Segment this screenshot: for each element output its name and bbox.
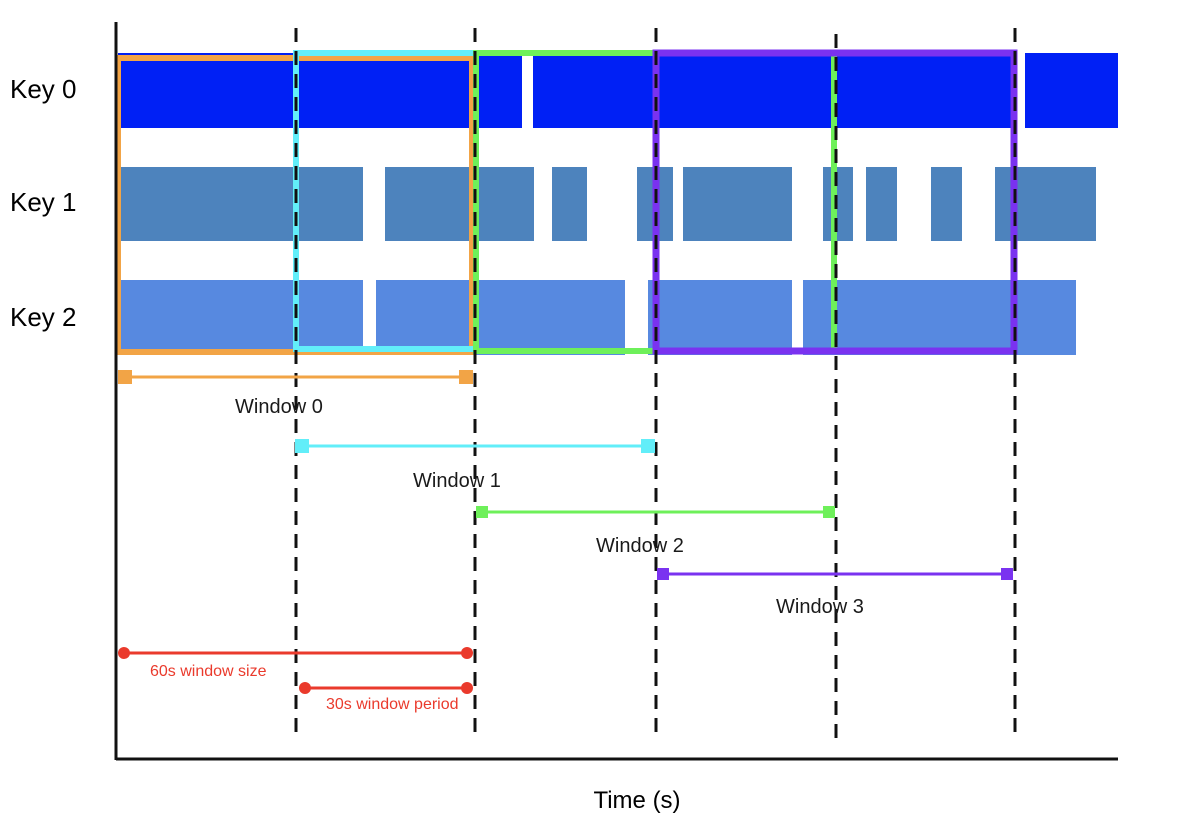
x-axis-label: Time (s) (593, 787, 680, 814)
event-bar-key-0 (118, 53, 522, 128)
event-bar-key-1 (823, 167, 853, 241)
window-2-span: Window 2 (476, 506, 835, 557)
event-bar-key-1 (385, 167, 534, 241)
window-period-marker: 30s window period (299, 682, 473, 713)
event-bar-key-2 (648, 280, 792, 355)
row-label-key-2: Key 2 (10, 302, 77, 332)
window-3-span: Window 3 (657, 568, 1013, 618)
window-2-label: Window 2 (596, 535, 684, 557)
event-bar-key-2 (376, 280, 625, 355)
window-1-label: Window 1 (413, 470, 501, 492)
event-bar-key-1 (931, 167, 962, 241)
window-0-label: Window 0 (235, 396, 323, 418)
row-label-key-1: Key 1 (10, 187, 77, 217)
event-bar-key-1 (118, 167, 363, 241)
annotations: 60s window size 30s window period (118, 647, 473, 713)
event-bar-key-1 (995, 167, 1096, 241)
window-3-label: Window 3 (776, 596, 864, 618)
event-bar-key-2 (118, 280, 363, 355)
time-boundaries (294, 28, 1017, 738)
window-0-span: Window 0 (118, 370, 473, 418)
window-spans: Window 0 Window 1 Window 2 Window 3 (118, 370, 1013, 618)
window-size-marker: 60s window size (118, 647, 473, 680)
event-bars (118, 53, 1118, 355)
row-label-key-0: Key 0 (10, 74, 77, 104)
event-bar-key-0 (533, 53, 1015, 128)
event-bar-key-1 (866, 167, 897, 241)
window-size-label: 60s window size (150, 663, 267, 680)
event-bar-key-1 (683, 167, 792, 241)
event-bar-key-2 (803, 280, 1076, 355)
window-period-label: 30s window period (326, 696, 459, 713)
event-bar-key-0 (1025, 53, 1118, 128)
window-1-span: Window 1 (295, 439, 655, 492)
axes (114, 22, 1118, 761)
event-bar-key-1 (552, 167, 587, 241)
